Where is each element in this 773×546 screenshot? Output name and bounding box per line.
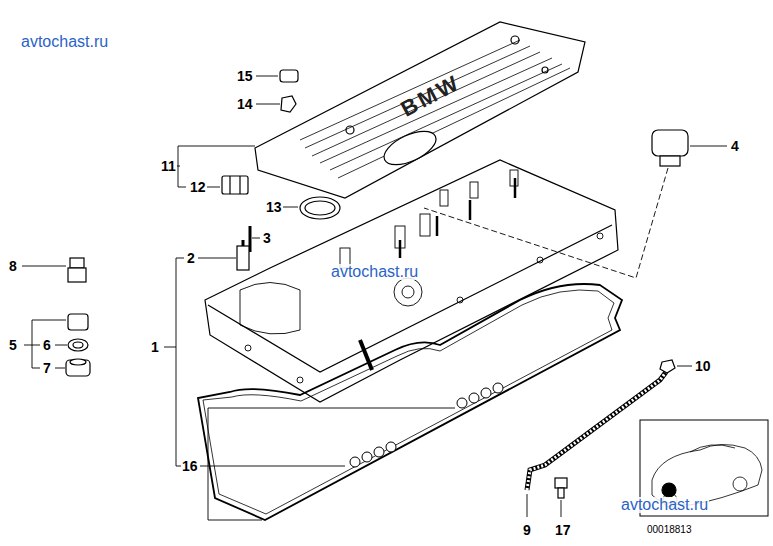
callout-number: 4 [730,138,740,154]
callout-number: 9 [522,522,532,538]
callout-number: 2 [186,250,196,266]
callout-number: 5 [8,337,18,353]
callout-number: 12 [189,179,207,195]
callout-number: 7 [42,360,52,376]
callout-number: 1 [150,339,160,355]
callout-number: 10 [694,358,712,374]
watermark: avtochast.ru [20,34,109,50]
watermark: avtochast.ru [620,497,709,513]
callout-number: 6 [42,337,52,353]
callout-number: 3 [262,230,272,246]
callout-number: 8 [8,258,18,274]
callout-number: 14 [236,96,254,112]
callout-number: 16 [181,458,199,474]
callout-number: 13 [265,199,283,215]
callout-number: 15 [236,68,254,84]
callout-number: 11 [160,158,177,174]
watermark: avtochast.ru [330,264,419,280]
diagram-code: 00018813 [646,524,693,536]
callout-number: 17 [554,522,572,538]
